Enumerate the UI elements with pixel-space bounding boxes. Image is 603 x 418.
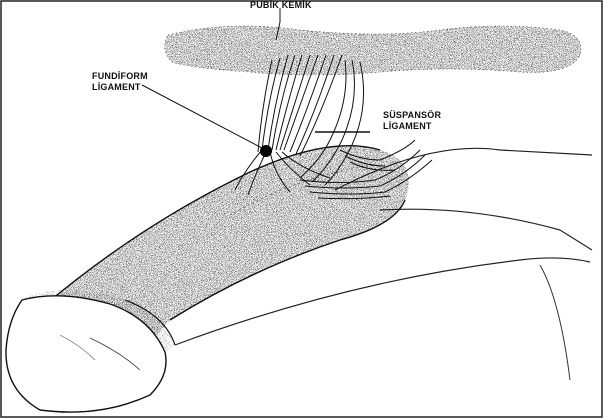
thigh-edge [540,265,570,380]
junction-node [260,145,272,157]
pubic-bone-label: PUBİK KEMİK [250,0,312,11]
fundiform-leader [142,85,262,148]
body-contour-lower [380,209,592,250]
fundiform-ligament-label-line2: LİGAMENT [92,82,141,93]
fundiform-ligament-label-line1: FUNDİFORM [92,71,148,82]
suspensory-ligament-label-line2: LİGAMENT [383,121,432,132]
suspensory-ligament-label-line1: SÜSPANSÖR [383,110,441,121]
pubic-bone [165,26,581,75]
